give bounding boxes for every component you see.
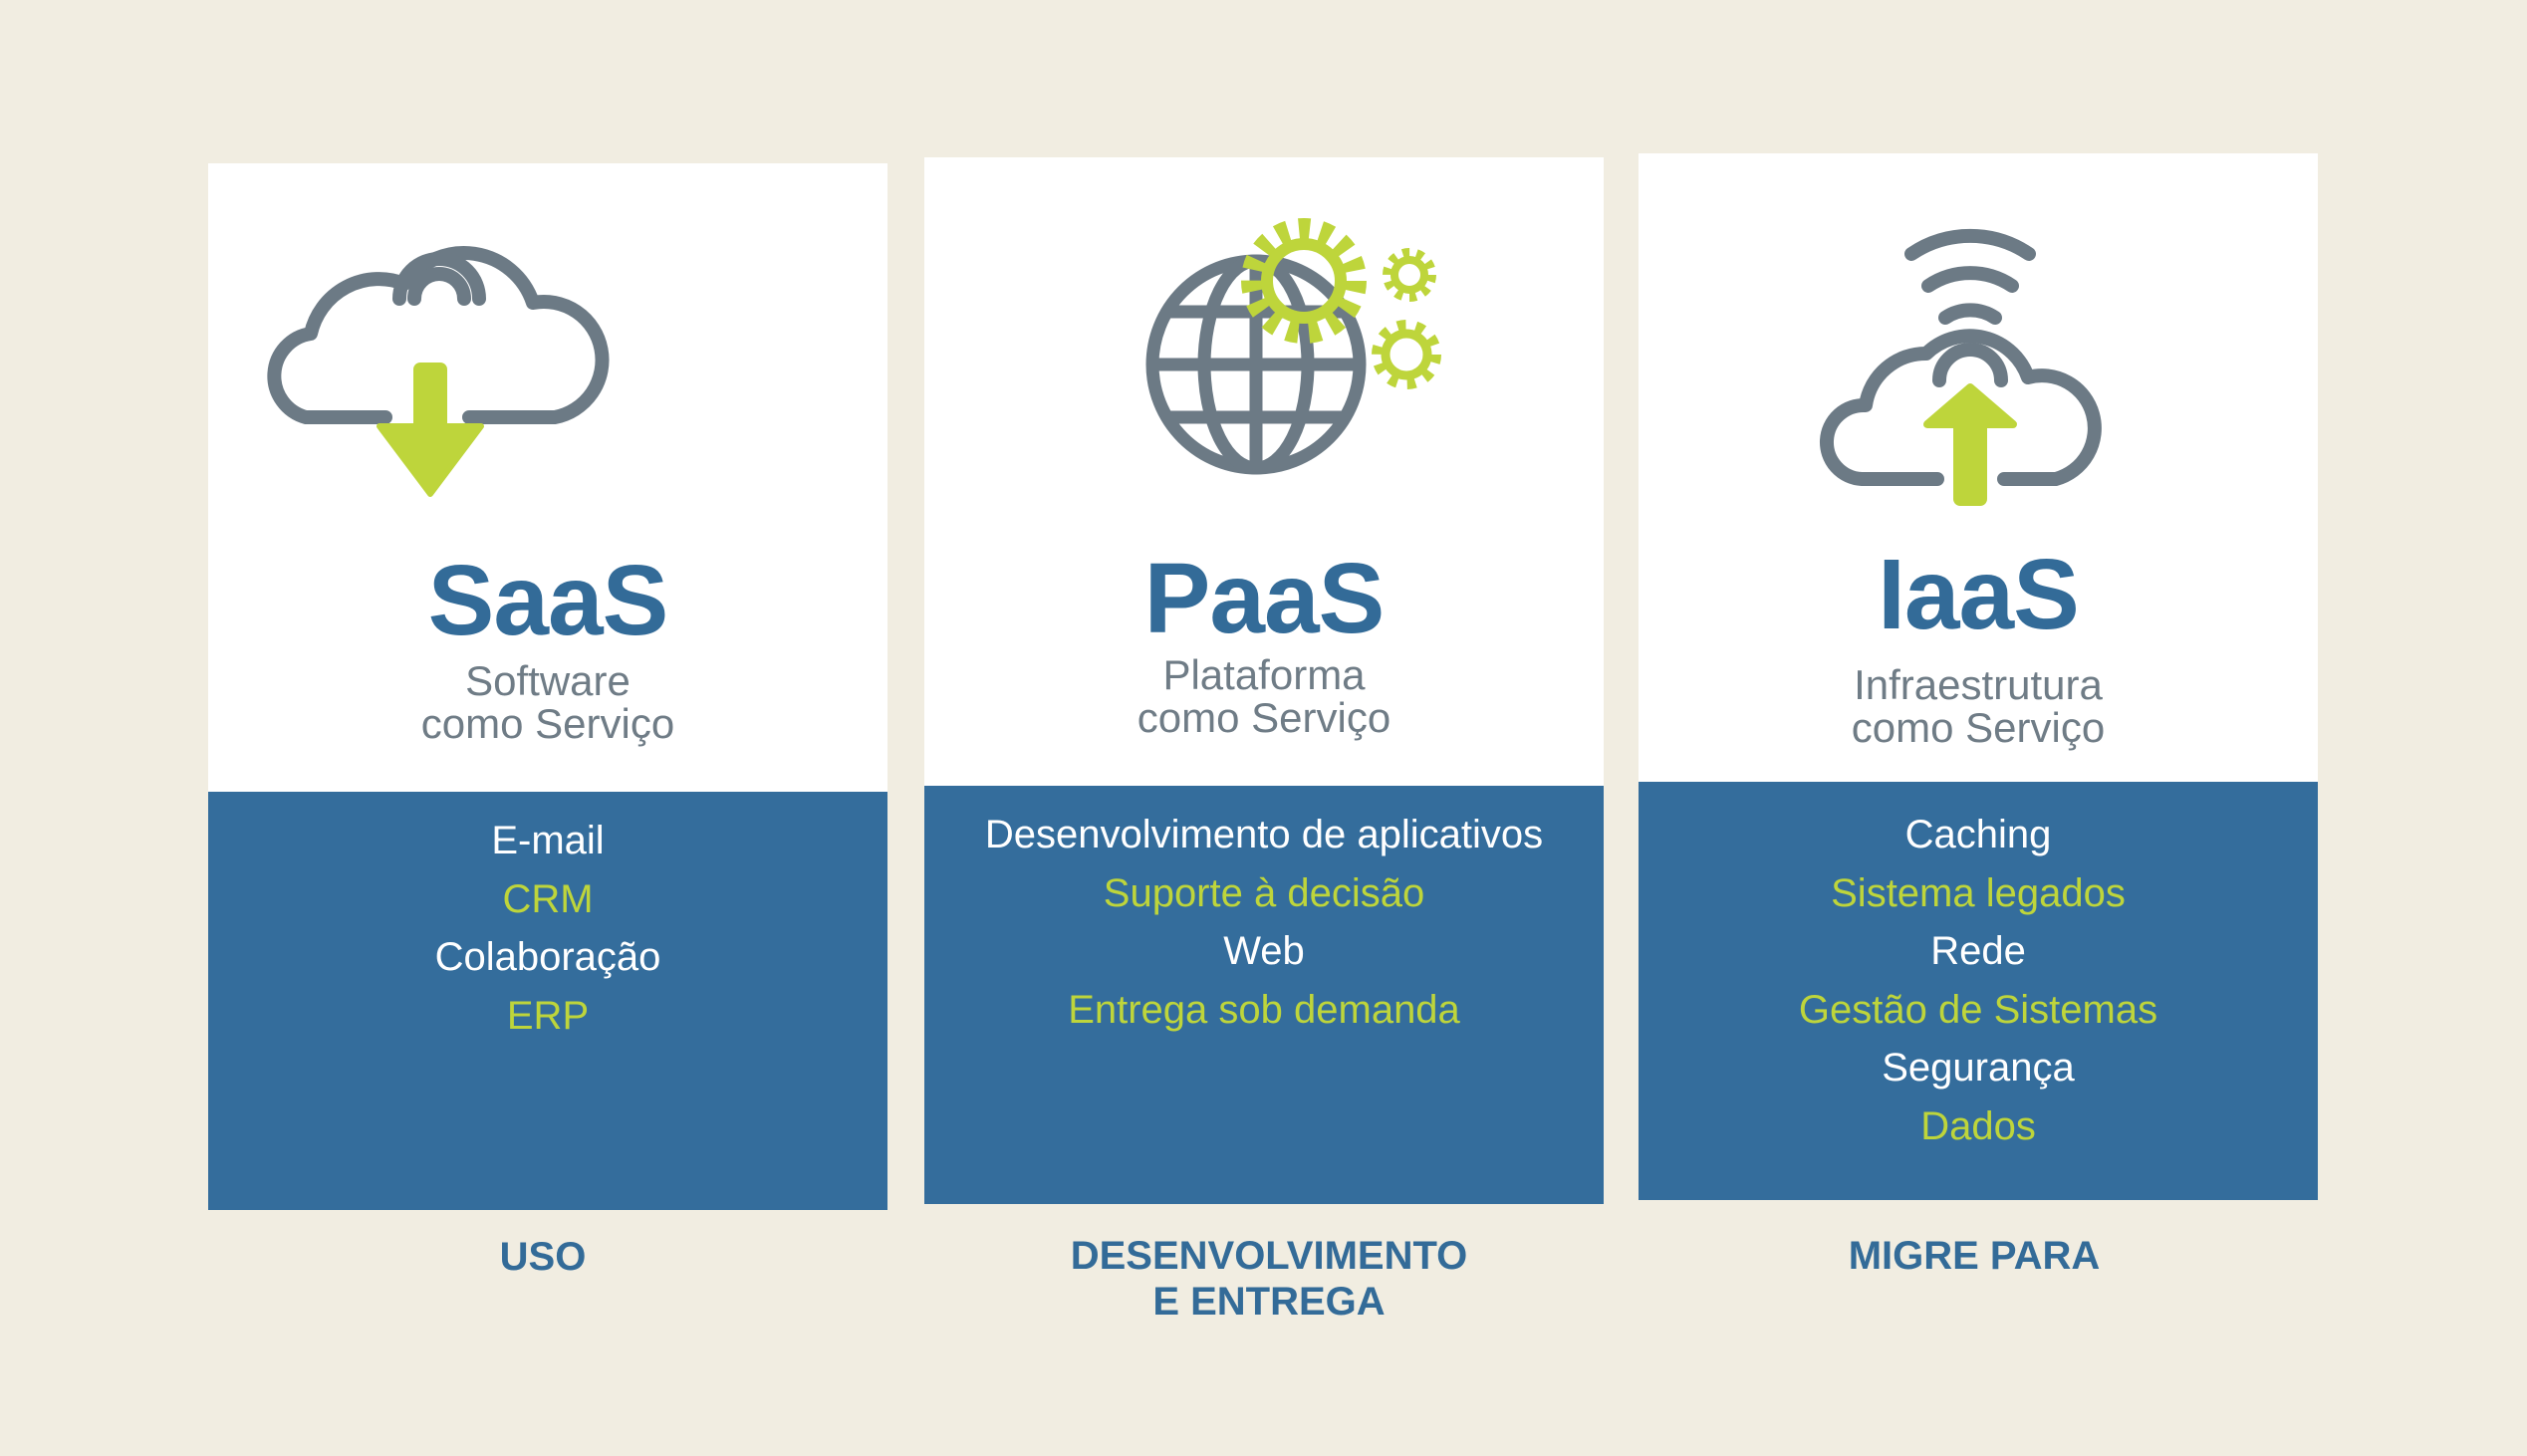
card-saas-body: E-mail CRM Colaboração ERP [208, 792, 887, 1210]
card-subtitle-line: Software [465, 657, 631, 704]
list-item: Sistema legados [1831, 870, 2126, 915]
cloud-download-icon [208, 163, 887, 522]
list-item: Web [1223, 929, 1305, 973]
list-item: Gestão de Sistemas [1798, 987, 2158, 1032]
card-saas-header: SaaS Software como Serviço [208, 163, 887, 792]
card-iaas-body: Caching Sistema legados Rede Gestão de S… [1639, 782, 2318, 1200]
list-item: Caching [1904, 813, 2052, 856]
footer-line: DESENVOLVIMENTO [1070, 1234, 1468, 1278]
card-title: IaaS [1878, 539, 2080, 650]
card-subtitle: Infraestrutura como Serviço [1639, 663, 2318, 749]
card-iaas-header: IaaS Infraestrutura como Serviço [1639, 153, 2318, 782]
list-item: Entrega sob demanda [1068, 987, 1460, 1032]
card-subtitle-line: como Serviço [420, 700, 675, 747]
footer-line: USO [499, 1235, 587, 1279]
card-items: Caching Sistema legados Rede Gestão de S… [1639, 806, 2318, 1155]
card-title: SaaS [427, 545, 669, 656]
card-footer-paas: DESENVOLVIMENTO E ENTREGA [970, 1233, 1568, 1325]
list-item: Suporte à decisão [1103, 870, 1425, 915]
card-title: PaaS [1143, 543, 1386, 654]
footer-line: MIGRE PARA [1848, 1234, 2101, 1278]
card-subtitle-line: como Serviço [1137, 694, 1391, 741]
card-subtitle: Software como Serviço [208, 659, 887, 745]
list-item: E-mail [491, 819, 605, 862]
footer-line: E ENTREGA [1152, 1280, 1386, 1324]
card-paas-header: PaaS Plataforma como Serviço [924, 157, 1604, 786]
card-items: Desenvolvimento de aplicativos Suporte à… [924, 806, 1604, 1039]
list-item: Rede [1930, 929, 2026, 973]
card-footer-iaas: MIGRE PARA [1725, 1233, 2223, 1279]
card-subtitle: Plataforma como Serviço [924, 653, 1604, 739]
list-item: CRM [502, 876, 594, 921]
card-subtitle-line: como Serviço [1851, 704, 2106, 751]
card-footer-saas: USO [344, 1234, 742, 1280]
list-item: Segurança [1882, 1046, 2075, 1090]
list-item: Dados [1920, 1103, 2036, 1148]
list-item: Desenvolvimento de aplicativos [984, 813, 1544, 856]
card-subtitle-line: Infraestrutura [1854, 661, 2103, 708]
card-subtitle-line: Plataforma [1162, 651, 1366, 698]
cloud-upload-wifi-icon [1639, 153, 2318, 512]
card-paas-body: Desenvolvimento de aplicativos Suporte à… [924, 786, 1604, 1204]
list-item: Colaboração [434, 935, 661, 979]
card-items: E-mail CRM Colaboração ERP [208, 812, 887, 1045]
list-item: ERP [506, 993, 590, 1038]
globe-gears-icon [924, 157, 1604, 516]
